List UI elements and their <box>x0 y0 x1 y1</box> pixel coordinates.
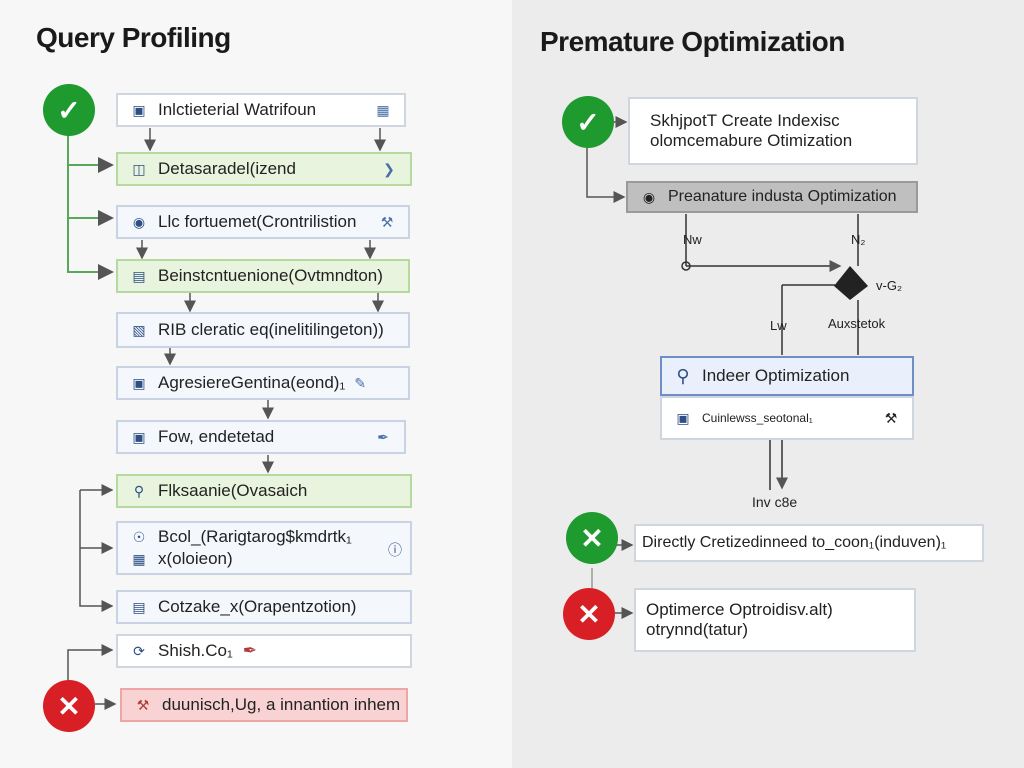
cross-icon: ✕ <box>566 512 618 564</box>
edit-icon: ✎ <box>354 374 367 391</box>
optimerce-line2: otrynnd(tatur) <box>646 620 749 639</box>
flow-box-2[interactable]: ◫ Detasaradel(izend ❯ <box>116 152 412 186</box>
pen-icon: ✒ <box>377 428 389 445</box>
flow-box-9[interactable]: ☉ Bcol_(Rarigtarog$kmdrtk₁ ▦ x(oloieon) … <box>116 521 412 575</box>
monitor-icon: ▣ <box>132 101 146 118</box>
database-icon: ▧ <box>132 321 146 338</box>
flow-box-11-label: Shish.Co₁ <box>158 641 233 660</box>
index-sub-label: Cuinlewss_seotonal₁ <box>702 411 813 425</box>
chevron-icon: ❯ <box>383 160 395 177</box>
flow-box-5-label: RIB cleratic eq(inelitilingeton)) <box>158 320 384 339</box>
grid-icon: ▦ <box>376 101 390 118</box>
label-aux: Auxstetok <box>828 316 886 331</box>
brush-icon: ✒ <box>242 641 257 660</box>
check-icon: ✓ <box>562 96 614 148</box>
flow-box-3[interactable]: ◉ Llc fortuemet(Crontrilistion ⚒ <box>116 205 410 239</box>
flow-box-4[interactable]: ▤ Beinstcntuenione(Ovtmndton) <box>116 259 410 293</box>
flow-box-5[interactable]: ▧ RIB cleratic eq(inelitilingeton)) <box>116 312 410 348</box>
flow-box-3-label: Llc fortuemet(Crontrilistion <box>158 212 357 231</box>
search-icon: ⚲ <box>676 365 690 386</box>
label-n2: N₂ <box>851 232 866 247</box>
flow-box-8[interactable]: ⚲ Flksaanie(Ovasaich <box>116 474 412 508</box>
lightbulb-icon: ◉ <box>642 188 656 205</box>
premature-box-label: Preanature industa Optimization <box>668 188 897 205</box>
flow-box-12-label: duunisch,Ug, a innantion inhem <box>162 695 401 714</box>
premature-box[interactable]: ◉ Preanature industa Optimization <box>626 181 918 213</box>
index-sub-box[interactable]: ▣ Cuinlewss_seotonal₁ ⚒ <box>660 396 914 440</box>
flow-box-9-sublabel: x(oloieon) <box>158 549 233 568</box>
flow-box-6-label: AgresiereGentina(eond)₁ <box>158 373 346 392</box>
tools-icon: ⚒ <box>380 213 394 230</box>
create-index-box[interactable]: SkhjpotT Create Indexisc olomcemabure Ot… <box>628 97 918 165</box>
label-inv: Inv c8e <box>752 494 798 510</box>
info-icon: ⓘ <box>388 542 402 558</box>
flow-box-7[interactable]: ▣ Fow, endetetad ✒ <box>116 420 406 454</box>
directly-box[interactable]: Directly Cretizedinneed to_coon₁(induven… <box>634 524 984 562</box>
flow-box-7-label: Fow, endetetad <box>158 427 275 446</box>
flow-box-11[interactable]: ⟳ Shish.Co₁ ✒ <box>116 634 412 668</box>
flow-box-9-label: Bcol_(Rarigtarog$kmdrtk₁ <box>158 527 352 546</box>
index-optimization-box[interactable]: ⚲ Indeer Optimization <box>660 356 914 396</box>
flow-box-10[interactable]: ▤ Cotzake_x(Orapentzotion) <box>116 590 412 624</box>
flow-box-8-label: Flksaanie(Ovasaich <box>158 481 308 500</box>
chart-icon: ▤ <box>132 267 146 284</box>
tools-icon: ⚒ <box>136 696 150 713</box>
flow-box-1-label: Inlctieterial Watrifoun <box>158 100 317 119</box>
gauge-icon: ◉ <box>132 213 146 230</box>
image-icon: ▣ <box>132 374 146 391</box>
flow-box-6[interactable]: ▣ AgresiereGentina(eond)₁ ✎ <box>116 366 410 400</box>
table-icon: ▦ <box>132 550 146 567</box>
label-nw: Nw <box>683 232 702 247</box>
create-index-line1: SkhjpotT Create Indexisc <box>650 111 840 130</box>
optimerce-box[interactable]: Optimerce Optroidisv.alt) otrynnd(tatur) <box>634 588 916 652</box>
flow-box-12[interactable]: ⚒ duunisch,Ug, a innantion inhem <box>120 688 408 722</box>
label-node: v-G₂ <box>876 278 902 293</box>
flow-box-4-label: Beinstcntuenione(Ovtmndton) <box>158 266 383 285</box>
cross-icon: ✕ <box>43 680 95 732</box>
flow-box-1[interactable]: ▣ Inlctieterial Watrifoun ▦ <box>116 93 406 127</box>
refresh-icon: ⟳ <box>133 642 145 659</box>
flow-box-10-label: Cotzake_x(Orapentzotion) <box>158 597 357 616</box>
check-icon: ✓ <box>43 84 95 136</box>
optimerce-line1: Optimerce Optroidisv.alt) <box>646 600 833 619</box>
monitor-icon: ▣ <box>132 428 146 445</box>
search-icon: ⚲ <box>133 482 145 499</box>
directly-box-label: Directly Cretizedinneed to_coon₁(induven… <box>642 534 947 551</box>
flow-box-2-label: Detasaradel(izend <box>158 159 296 178</box>
right-title: Premature Optimization <box>540 26 845 57</box>
index-optimization-label: Indeer Optimization <box>702 366 850 385</box>
window-icon: ▣ <box>676 409 690 426</box>
cross-icon: ✕ <box>563 588 615 640</box>
server-icon: ◫ <box>132 160 146 177</box>
left-title: Query Profiling <box>36 22 231 53</box>
tools-icon: ⚒ <box>884 409 898 426</box>
compass-icon: ☉ <box>132 528 146 545</box>
document-icon: ▤ <box>132 598 146 615</box>
create-index-line2: olomcemabure Otimization <box>650 131 853 150</box>
label-lw: Lw <box>770 318 787 333</box>
